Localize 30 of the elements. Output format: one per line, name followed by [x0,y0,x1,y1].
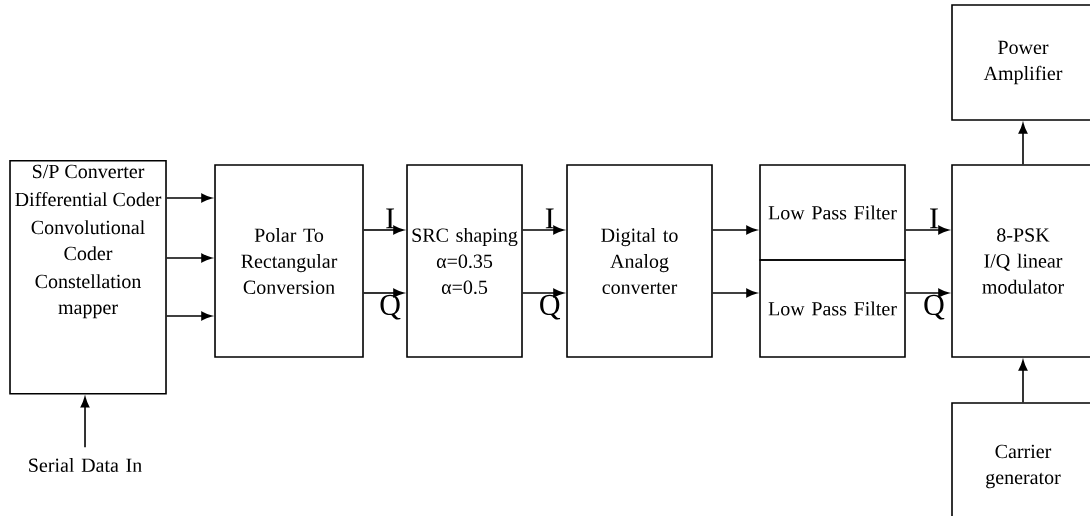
block-box: Low Pass Filter [759,259,906,358]
input-label: Serial Data In [29,457,142,472]
block-box: Carrier generator [951,402,1090,516]
arrow [712,288,757,298]
block-box: Low Pass Filter [759,164,906,261]
arrow [80,397,90,448]
block-box: Polar To Rectangular Conversion [214,164,364,358]
signal-label: I [386,208,395,229]
arrow [522,288,564,298]
arrow [522,225,564,235]
arrow [905,225,949,235]
signal-label: I [930,208,938,229]
signal-label: I [545,208,554,229]
block-box: Digital to Analog converter [566,164,713,358]
arrow [1018,123,1028,165]
signal-label: Q [540,294,561,320]
signal-label: Q [380,294,401,320]
arrow [166,193,212,203]
block-box: 8-PSK I/Q linear modulator [951,164,1090,358]
arrow [1018,360,1028,403]
arrow [363,288,404,298]
arrow [166,311,212,321]
arrow [905,288,949,298]
block-box: SRC shaping α=0.35 α=0.5 [406,164,523,358]
arrow [712,225,757,235]
signal-label: Q [924,294,945,320]
block-box: S/P Converter Differential Coder Convolutional Coder Constellation mapper [9,160,167,395]
arrow [166,253,212,263]
arrow [363,225,404,235]
block-box: Power Amplifier [951,4,1090,121]
